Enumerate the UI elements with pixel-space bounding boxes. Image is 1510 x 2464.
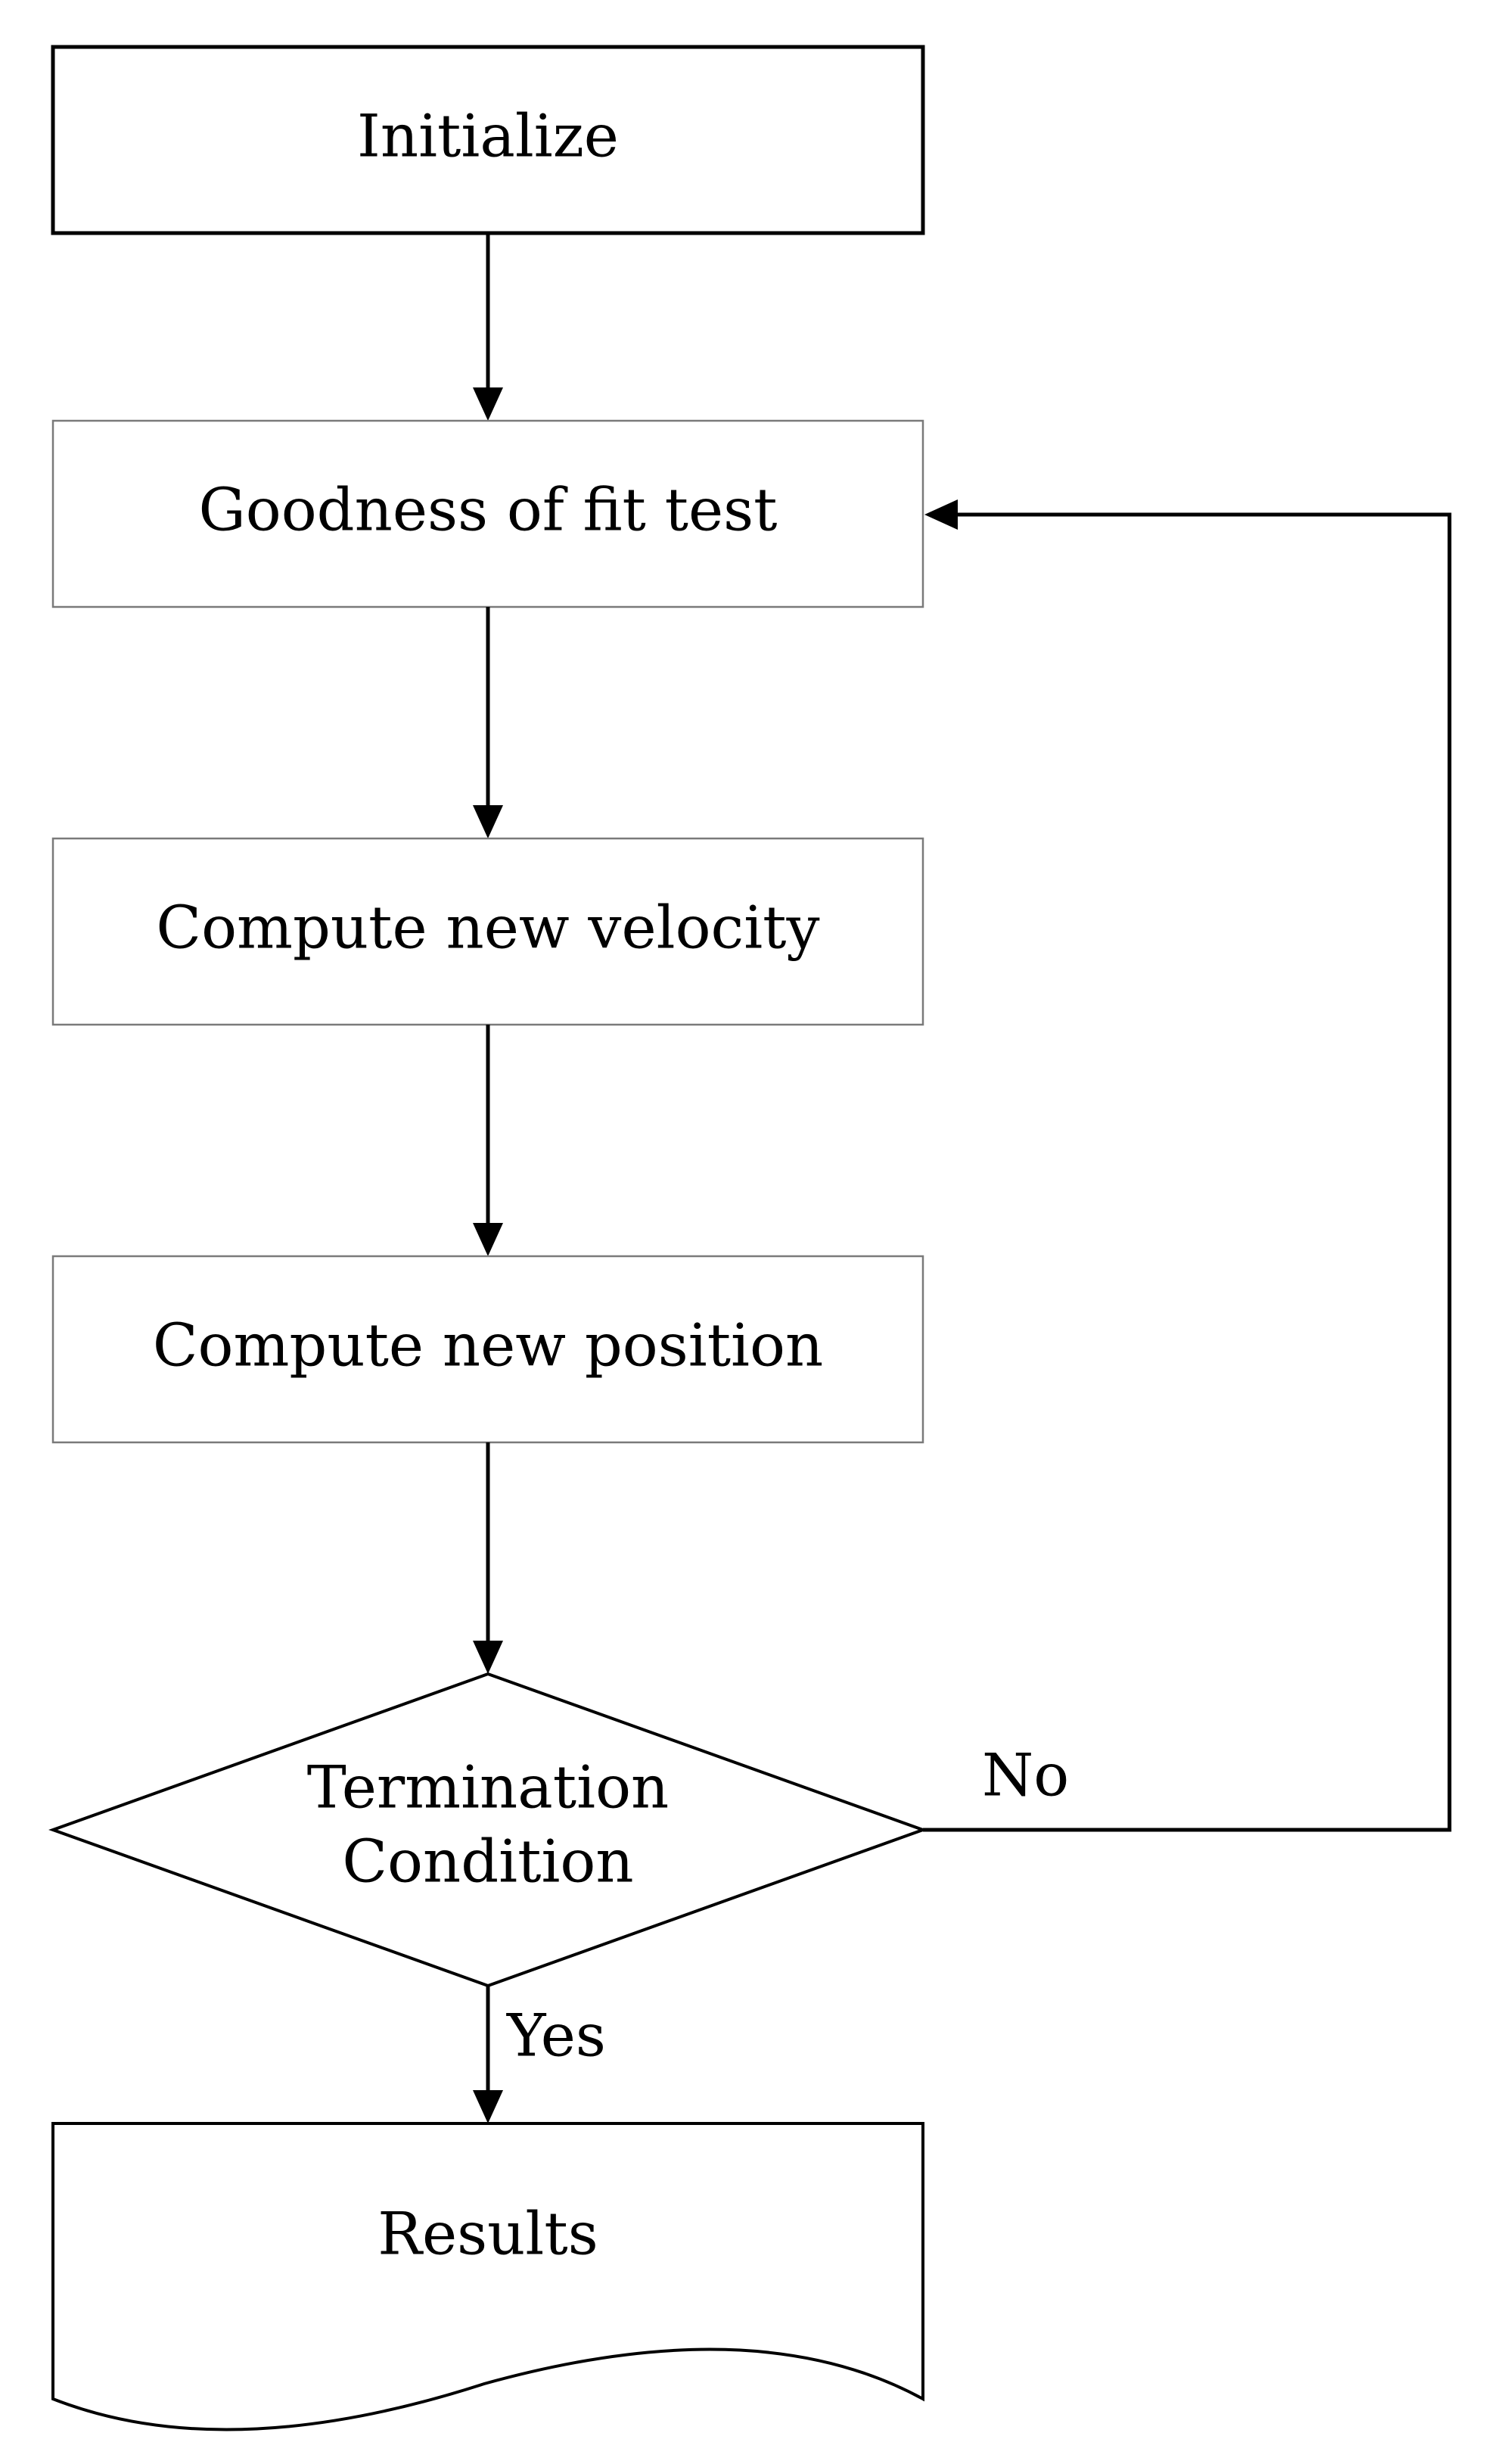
arrow-no-loop-to-goodness: No xyxy=(923,499,1452,1832)
initialize-label: Initialize xyxy=(357,103,619,171)
position-node: Compute new position xyxy=(51,1255,924,1444)
arrow-goodness-to-velocity xyxy=(473,607,503,838)
position-label: Compute new position xyxy=(153,1312,823,1380)
termination-node: Termination Condition xyxy=(48,1672,927,1988)
initialize-node: Initialize xyxy=(51,45,925,235)
goodness-label: Goodness of fit test xyxy=(198,477,777,545)
initialize-box xyxy=(51,45,925,235)
no-label: No xyxy=(982,1742,1069,1810)
results-label: Results xyxy=(378,2201,598,2269)
velocity-label: Compute new velocity xyxy=(156,894,819,963)
velocity-box xyxy=(51,837,924,1026)
goodness-box xyxy=(51,419,924,608)
position-box xyxy=(51,1255,924,1444)
arrow-velocity-to-position xyxy=(473,1025,503,1256)
goodness-node: Goodness of fit test xyxy=(51,419,924,608)
velocity-node: Compute new velocity xyxy=(51,837,924,1026)
arrow-position-to-termination xyxy=(473,1442,503,1674)
arrow-yes-to-results: Yes xyxy=(473,1986,606,2123)
termination-label-line1: Termination xyxy=(307,1754,670,1822)
termination-label-line2: Condition xyxy=(342,1828,633,1896)
results-document-shape xyxy=(51,2122,924,2431)
results-node: Results xyxy=(51,2122,924,2431)
arrow-initialize-to-goodness xyxy=(473,233,503,421)
yes-label: Yes xyxy=(506,2002,606,2070)
